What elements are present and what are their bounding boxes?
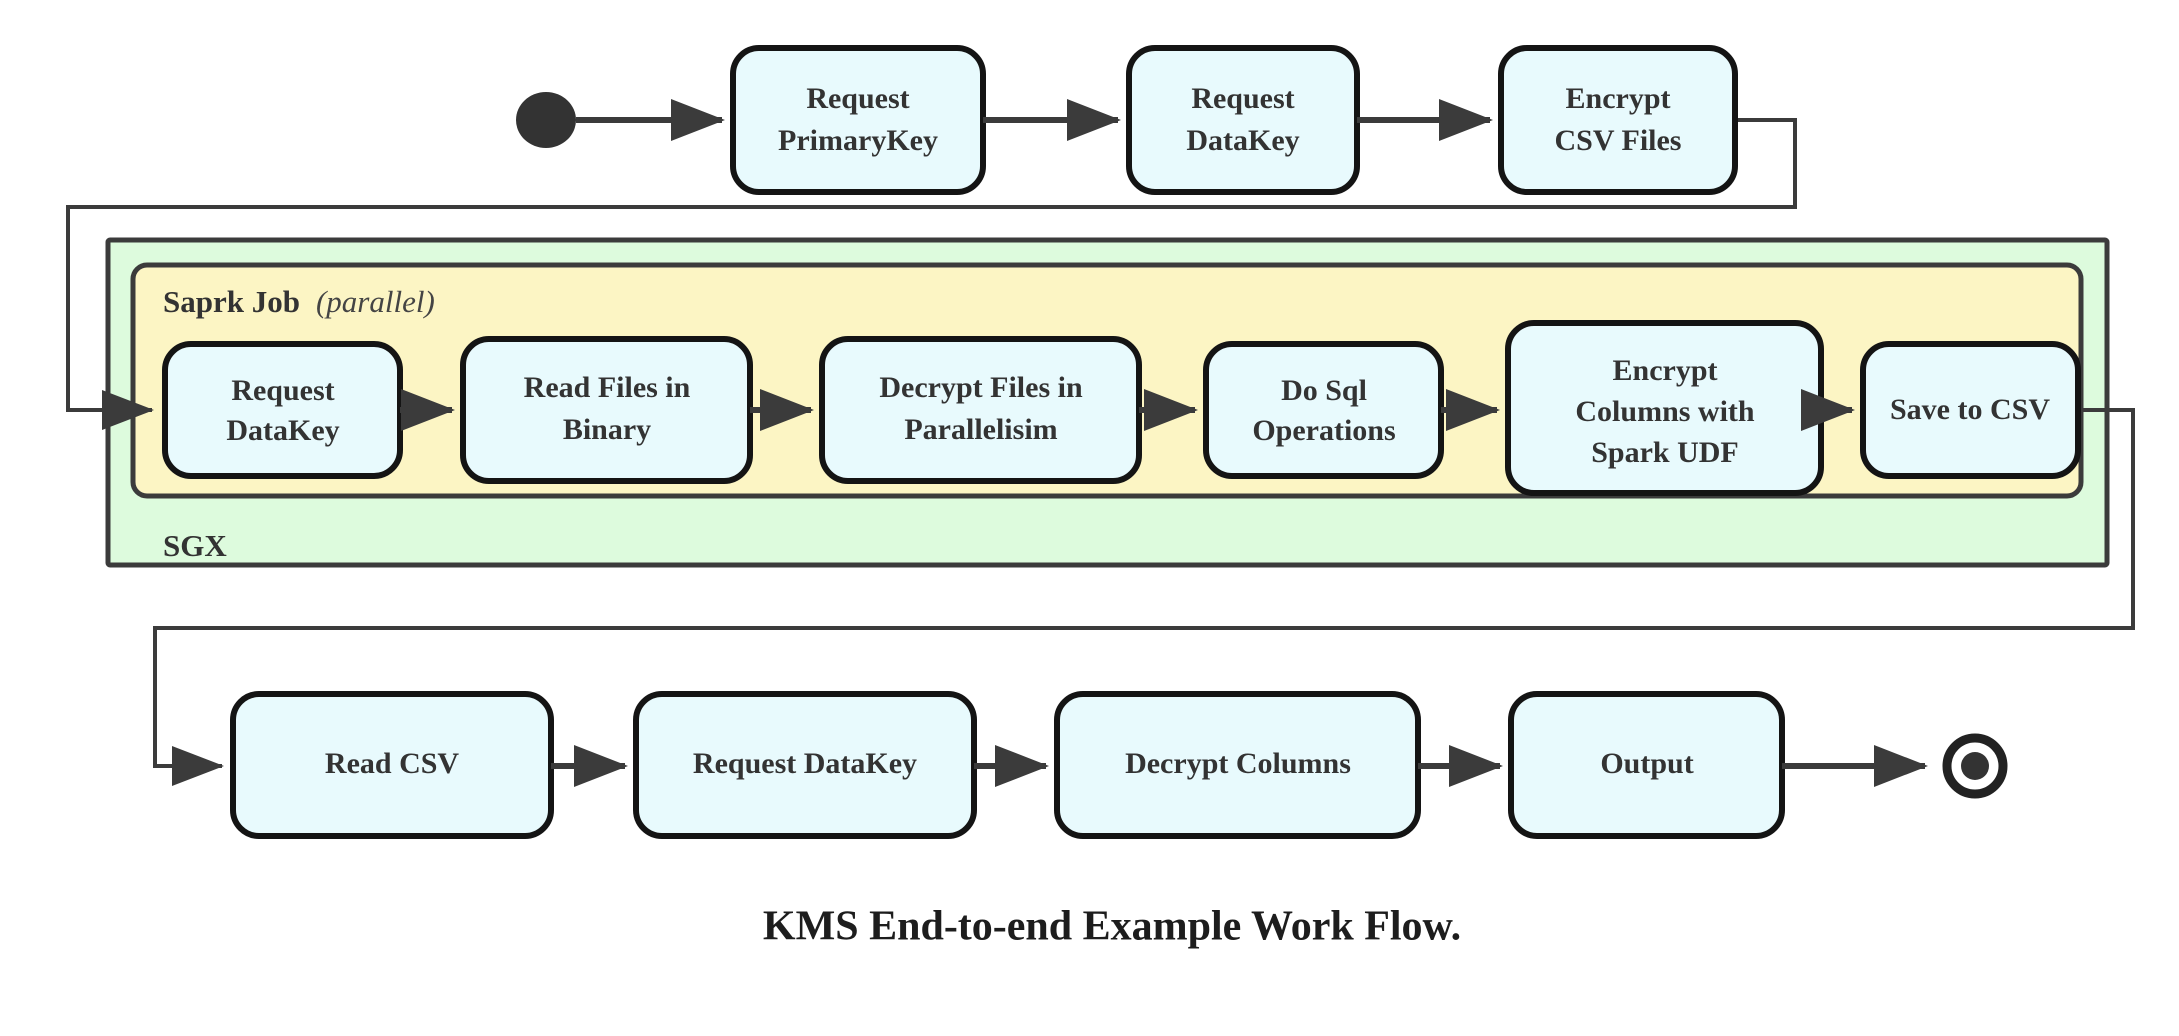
node-decrypt-files-line2: Parallelisim	[904, 413, 1057, 446]
node-output-line1: Output	[1600, 747, 1693, 780]
node-request-datakey-spark-line2: DataKey	[226, 414, 339, 447]
node-save-to-csv[interactable]: Save to CSV	[1860, 341, 2081, 479]
node-decrypt-columns-line1: Decrypt Columns	[1125, 747, 1351, 780]
node-encrypt-columns-line2: Columns with	[1575, 395, 1755, 428]
node-request-datakey-top[interactable]: Request DataKey	[1126, 45, 1360, 195]
node-read-csv-line1: Read CSV	[325, 747, 460, 780]
node-encrypt-csv-files-rect[interactable]	[1498, 45, 1738, 195]
node-encrypt-csv-files-line1: Encrypt	[1566, 82, 1671, 115]
end-node	[1942, 733, 2008, 799]
node-do-sql-operations-line1: Do Sql	[1281, 374, 1367, 407]
node-encrypt-columns-with-spark-udf[interactable]: Encrypt Columns with Spark UDF	[1505, 320, 1824, 496]
spark-job-label-qualifier: (parallel)	[316, 284, 435, 319]
node-encrypt-columns-line1: Encrypt	[1613, 354, 1718, 387]
edge-encrypt-csv-to-spark-datakey	[66, 118, 1797, 430]
sgx-container-label: SGX	[163, 528, 227, 563]
node-request-datakey-top-rect[interactable]	[1126, 45, 1360, 195]
node-do-sql-operations-line2: Operations	[1252, 414, 1395, 447]
node-encrypt-csv-files[interactable]: Encrypt CSV Files	[1498, 45, 1738, 195]
node-request-datakey-top-line2: DataKey	[1186, 124, 1299, 157]
node-read-files-in-binary-rect[interactable]	[460, 336, 753, 484]
node-save-to-csv-rect[interactable]	[1860, 341, 2081, 479]
node-request-datakey-top-line1: Request	[1191, 82, 1294, 115]
node-encrypt-csv-files-line2: CSV Files	[1555, 124, 1682, 157]
node-request-datakey-spark-rect[interactable]	[162, 341, 403, 479]
node-output[interactable]: Output	[1508, 691, 1785, 839]
node-request-primarykey-line1: Request	[806, 82, 909, 115]
node-request-datakey-bottom[interactable]: Request DataKey	[633, 691, 977, 839]
final-state-dot-icon	[1961, 752, 1989, 780]
node-decrypt-files-in-parallelisim[interactable]: Decrypt Files in Parallelisim	[819, 336, 1142, 484]
initial-state-icon	[516, 92, 576, 148]
node-decrypt-files-in-parallelisim-rect[interactable]	[819, 336, 1142, 484]
node-read-files-in-binary-line1: Read Files in	[524, 371, 691, 404]
node-do-sql-operations[interactable]: Do Sql Operations	[1203, 341, 1444, 479]
node-read-files-in-binary-line2: Binary	[563, 413, 651, 446]
node-save-to-csv-line1: Save to CSV	[1890, 393, 2050, 426]
diagram-caption: KMS End-to-end Example Work Flow.	[763, 904, 1461, 950]
node-request-datakey-spark-line1: Request	[231, 374, 334, 407]
node-request-primarykey-line2: PrimaryKey	[778, 124, 938, 157]
start-node	[516, 92, 576, 148]
final-state-ring-icon	[1942, 733, 2008, 799]
edge-save-to-csv-to-read-csv	[153, 408, 2135, 786]
node-request-datakey-bottom-line1: Request DataKey	[693, 747, 917, 780]
node-request-primarykey-rect[interactable]	[730, 45, 986, 195]
node-read-files-in-binary[interactable]: Read Files in Binary	[460, 336, 753, 484]
spark-job-container-label: Saprk Job (parallel)	[163, 284, 435, 319]
node-decrypt-files-line1: Decrypt Files in	[879, 371, 1083, 404]
node-do-sql-operations-rect[interactable]	[1203, 341, 1444, 479]
node-request-datakey-spark[interactable]: Request DataKey	[162, 341, 403, 479]
node-read-csv[interactable]: Read CSV	[230, 691, 554, 839]
node-encrypt-columns-line3: Spark UDF	[1591, 436, 1739, 469]
node-request-primarykey[interactable]: Request PrimaryKey	[730, 45, 986, 195]
node-decrypt-columns[interactable]: Decrypt Columns	[1054, 691, 1421, 839]
spark-job-label-main: Saprk Job	[163, 284, 300, 319]
